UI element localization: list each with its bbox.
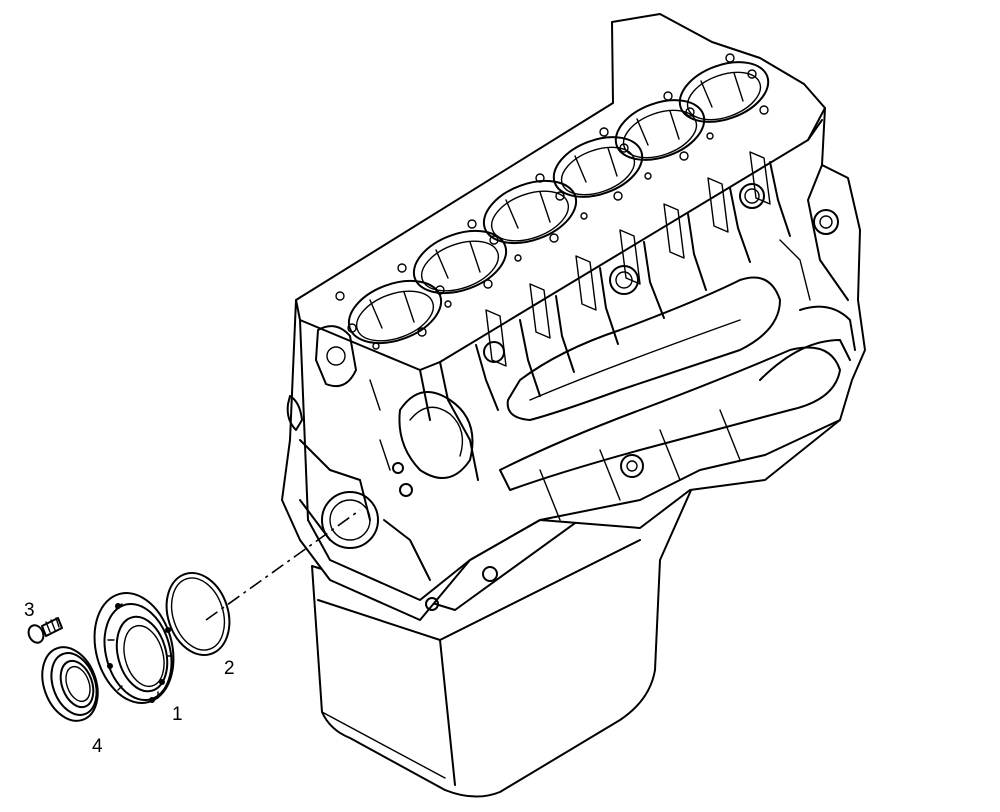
callout-4: 4	[92, 736, 103, 757]
cylinder-bore	[412, 229, 508, 295]
callout-1: 1	[172, 704, 183, 725]
cylinder-bores	[347, 61, 770, 345]
callout-3: 3	[24, 600, 35, 621]
cylinder-block	[281, 13, 866, 621]
coolant-gallery	[499, 276, 851, 521]
callout-2: 2	[224, 658, 235, 679]
engine-block	[281, 13, 866, 798]
cylinder-bore	[347, 279, 443, 345]
front-face	[286, 325, 474, 581]
part-2-gasket	[165, 571, 231, 657]
part-3-bolt	[27, 617, 63, 644]
part-4-shaft-seal	[41, 646, 99, 722]
assembly-centerline	[205, 509, 361, 621]
oil-sump	[311, 469, 701, 798]
block-rear-end	[779, 107, 856, 351]
block-bosses	[392, 183, 839, 611]
callout-labels: 1 2 3 4	[24, 600, 235, 757]
head-bolt-holes	[335, 53, 769, 350]
side-ribs	[439, 151, 791, 481]
part-1-cover	[93, 592, 175, 704]
